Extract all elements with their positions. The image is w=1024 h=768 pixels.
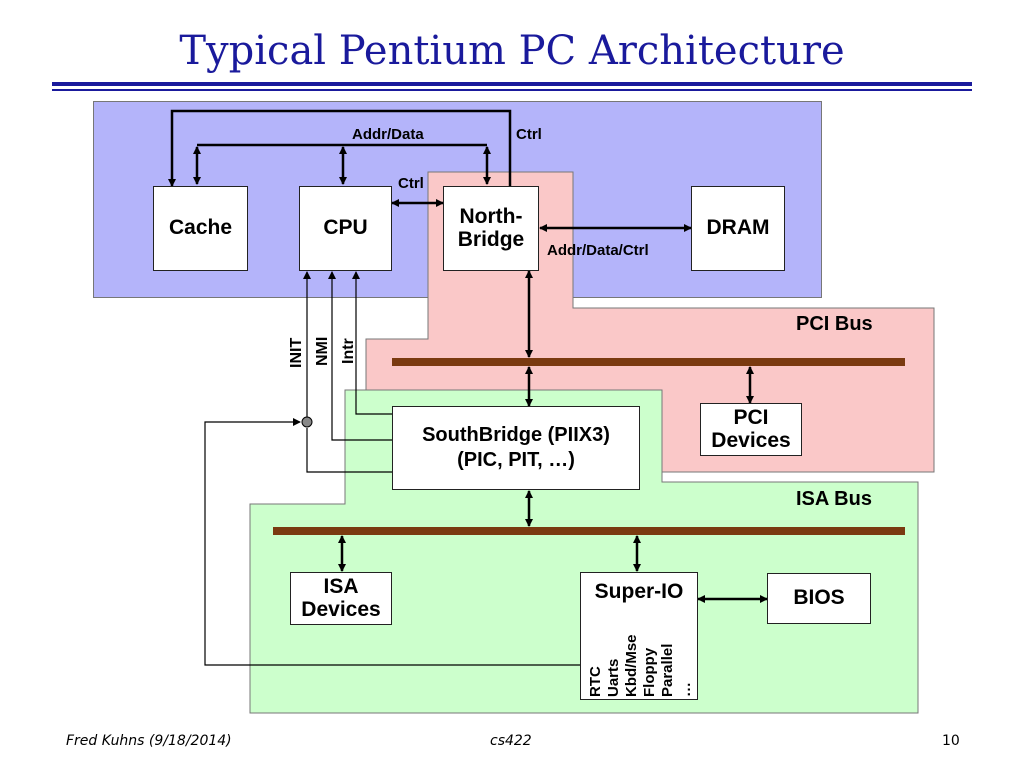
isa-bus-label: ISA Bus (796, 488, 872, 510)
isa-devices-box: ISA Devices (290, 572, 392, 625)
superio-label: Super-IO (594, 580, 684, 603)
southbridge-label-line2: (PIC, PIT, …) (457, 449, 575, 471)
superio-item-uarts: Uarts (605, 658, 622, 697)
title-rule-thick (52, 82, 972, 86)
footer-page-number: 10 (942, 733, 960, 749)
isa-devices-label-line1: ISA (323, 575, 359, 599)
northbridge-label-line1: North- (459, 205, 523, 229)
cache-label: Cache (168, 216, 233, 240)
superio-signal-line (204, 418, 585, 666)
nmi-label: NMI (314, 336, 331, 366)
init-label: INIT (288, 337, 305, 368)
northbridge-label-line2: Bridge (457, 227, 525, 251)
bios-box: BIOS (767, 573, 871, 624)
pci-devices-label-line1: PCI (733, 406, 769, 430)
superio-item-rtc: RTC (587, 666, 604, 697)
intr-line (352, 271, 392, 415)
dram-label: DRAM (706, 216, 770, 240)
superio-item-parallel: Parallel (659, 643, 676, 697)
superio-item-kbd-mse: Kbd/Mse (623, 634, 640, 697)
superio-item-floppy: Floppy (641, 647, 658, 697)
addr-data-label: Addr/Data (352, 126, 424, 143)
bios-label: BIOS (793, 586, 845, 610)
footer-course: cs422 (490, 733, 532, 749)
signal-junction (301, 416, 313, 428)
addr-data-ctrl-label: Addr/Data/Ctrl (547, 242, 649, 259)
nmi-line (328, 271, 392, 441)
slide-title: Typical Pentium PC Architecture (179, 28, 845, 74)
init-return-line (306, 428, 392, 473)
isa-devices-label-line2: Devices (301, 597, 381, 621)
southbridge-label-line1: SouthBridge (PIIX3) (422, 424, 610, 446)
ctrl-cpu-nb-label: Ctrl (398, 175, 424, 192)
pci-devices-label-line2: Devices (711, 428, 791, 452)
pci-devices-box: PCI Devices (700, 403, 802, 456)
cpu-label: CPU (323, 216, 368, 240)
pci-bus-label: PCI Bus (796, 313, 873, 335)
northbridge-box: North- Bridge (443, 186, 539, 271)
dram-box: DRAM (691, 186, 785, 271)
title-rule-thin (52, 89, 972, 91)
superio-box: Super-IO (580, 572, 698, 700)
cache-box: Cache (153, 186, 248, 271)
footer-author: Fred Kuhns (9/18/2014) (66, 733, 232, 749)
ctrl-top-label: Ctrl (516, 126, 542, 143)
intr-label: Intr (340, 338, 357, 364)
cpu-box: CPU (299, 186, 392, 271)
superio-item-more: … (677, 682, 694, 697)
southbridge-box: SouthBridge (PIIX3) (PIC, PIT, …) (392, 406, 640, 490)
ctrl-loop-line (168, 109, 512, 187)
